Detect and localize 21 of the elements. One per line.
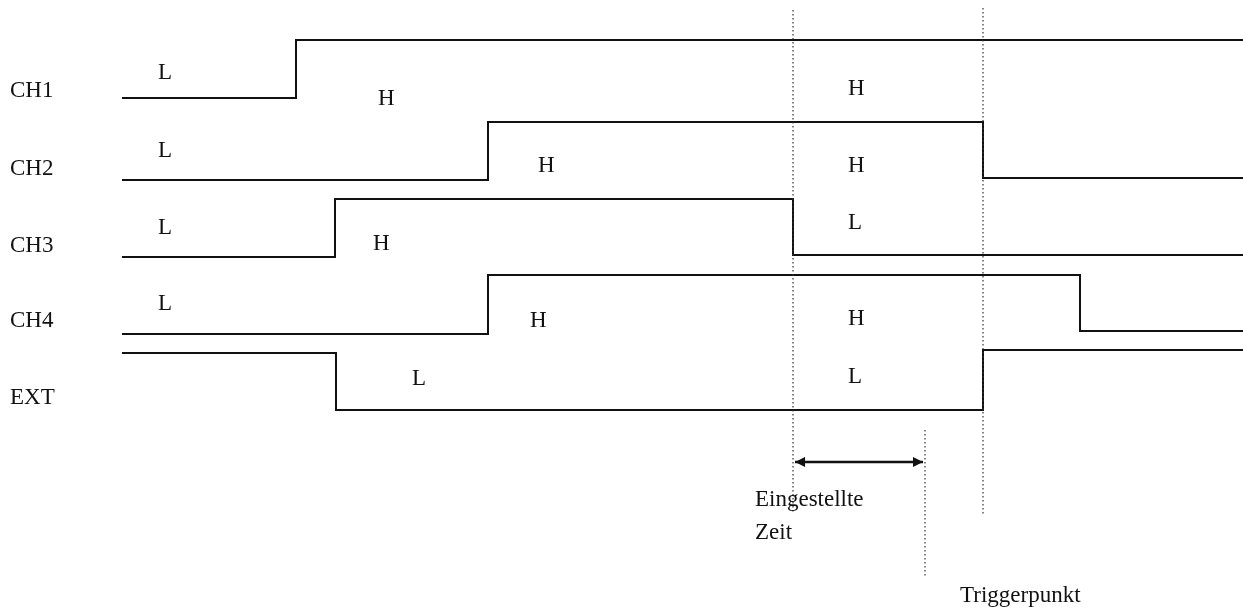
logic-level-label: H [538, 151, 555, 180]
logic-level-label: L [158, 136, 173, 165]
logic-level-label: L [158, 58, 173, 87]
logic-level-label: L [158, 289, 173, 318]
logic-level-label: H [848, 74, 865, 103]
logic-level-label: L [158, 213, 173, 242]
logic-level-label: L [848, 362, 863, 391]
logic-level-label: H [530, 306, 547, 335]
signal-name: CH3 [10, 231, 54, 260]
logic-level-label: H [378, 84, 395, 113]
logic-level-label: H [373, 229, 390, 258]
logic-level-label: L [848, 208, 863, 237]
signal-name: CH1 [10, 76, 54, 105]
signal-name: EXT [10, 383, 55, 412]
annotation-text: Eingestellte Zeit [755, 484, 865, 546]
annotation-text: Triggerpunkt [960, 581, 1081, 610]
logic-level-label: H [848, 304, 865, 333]
logic-level-label: H [848, 151, 865, 180]
signal-name: CH4 [10, 306, 54, 335]
logic-level-label: L [412, 364, 427, 393]
signal-name: CH2 [10, 154, 54, 183]
